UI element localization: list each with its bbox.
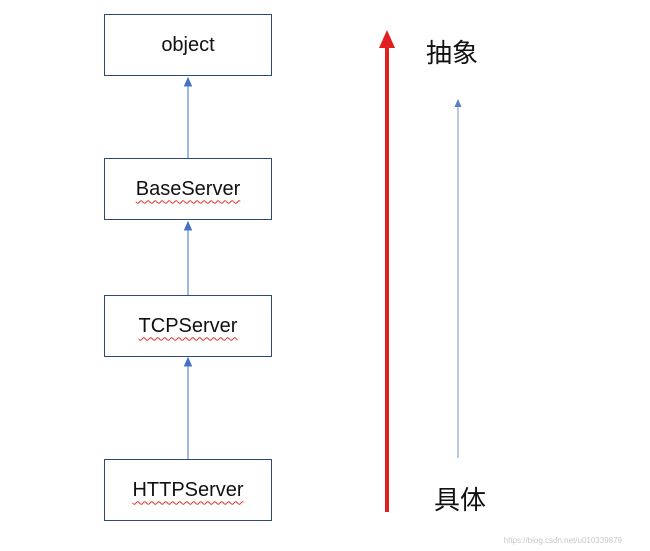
red-arrowhead	[379, 30, 395, 48]
thin-arrowhead	[454, 99, 462, 107]
class-box-baseserver: BaseServer	[104, 158, 272, 220]
thin-arrow	[454, 99, 462, 458]
class-name-httpserver: HTTPServer	[132, 478, 244, 501]
arrowhead-object	[183, 76, 193, 87]
label-concrete: 具体	[434, 486, 487, 516]
class-box-httpserver: HTTPServer	[104, 459, 272, 521]
abstraction-arrow	[379, 30, 395, 512]
class-name-baseserver: BaseServer	[135, 177, 241, 200]
watermark: https://blog.csdn.net/u010339879	[503, 536, 622, 545]
class-box-tcpserver: TCPServer	[104, 295, 272, 357]
class-name-object: object	[161, 33, 215, 56]
label-abstract: 抽象	[426, 39, 479, 69]
class-name-tcpserver: TCPServer	[138, 314, 238, 337]
class-box-object: object	[104, 14, 272, 76]
arrowhead-base	[183, 220, 193, 231]
arrowhead-tcp	[183, 356, 193, 367]
inheritance-connectors	[183, 76, 193, 459]
